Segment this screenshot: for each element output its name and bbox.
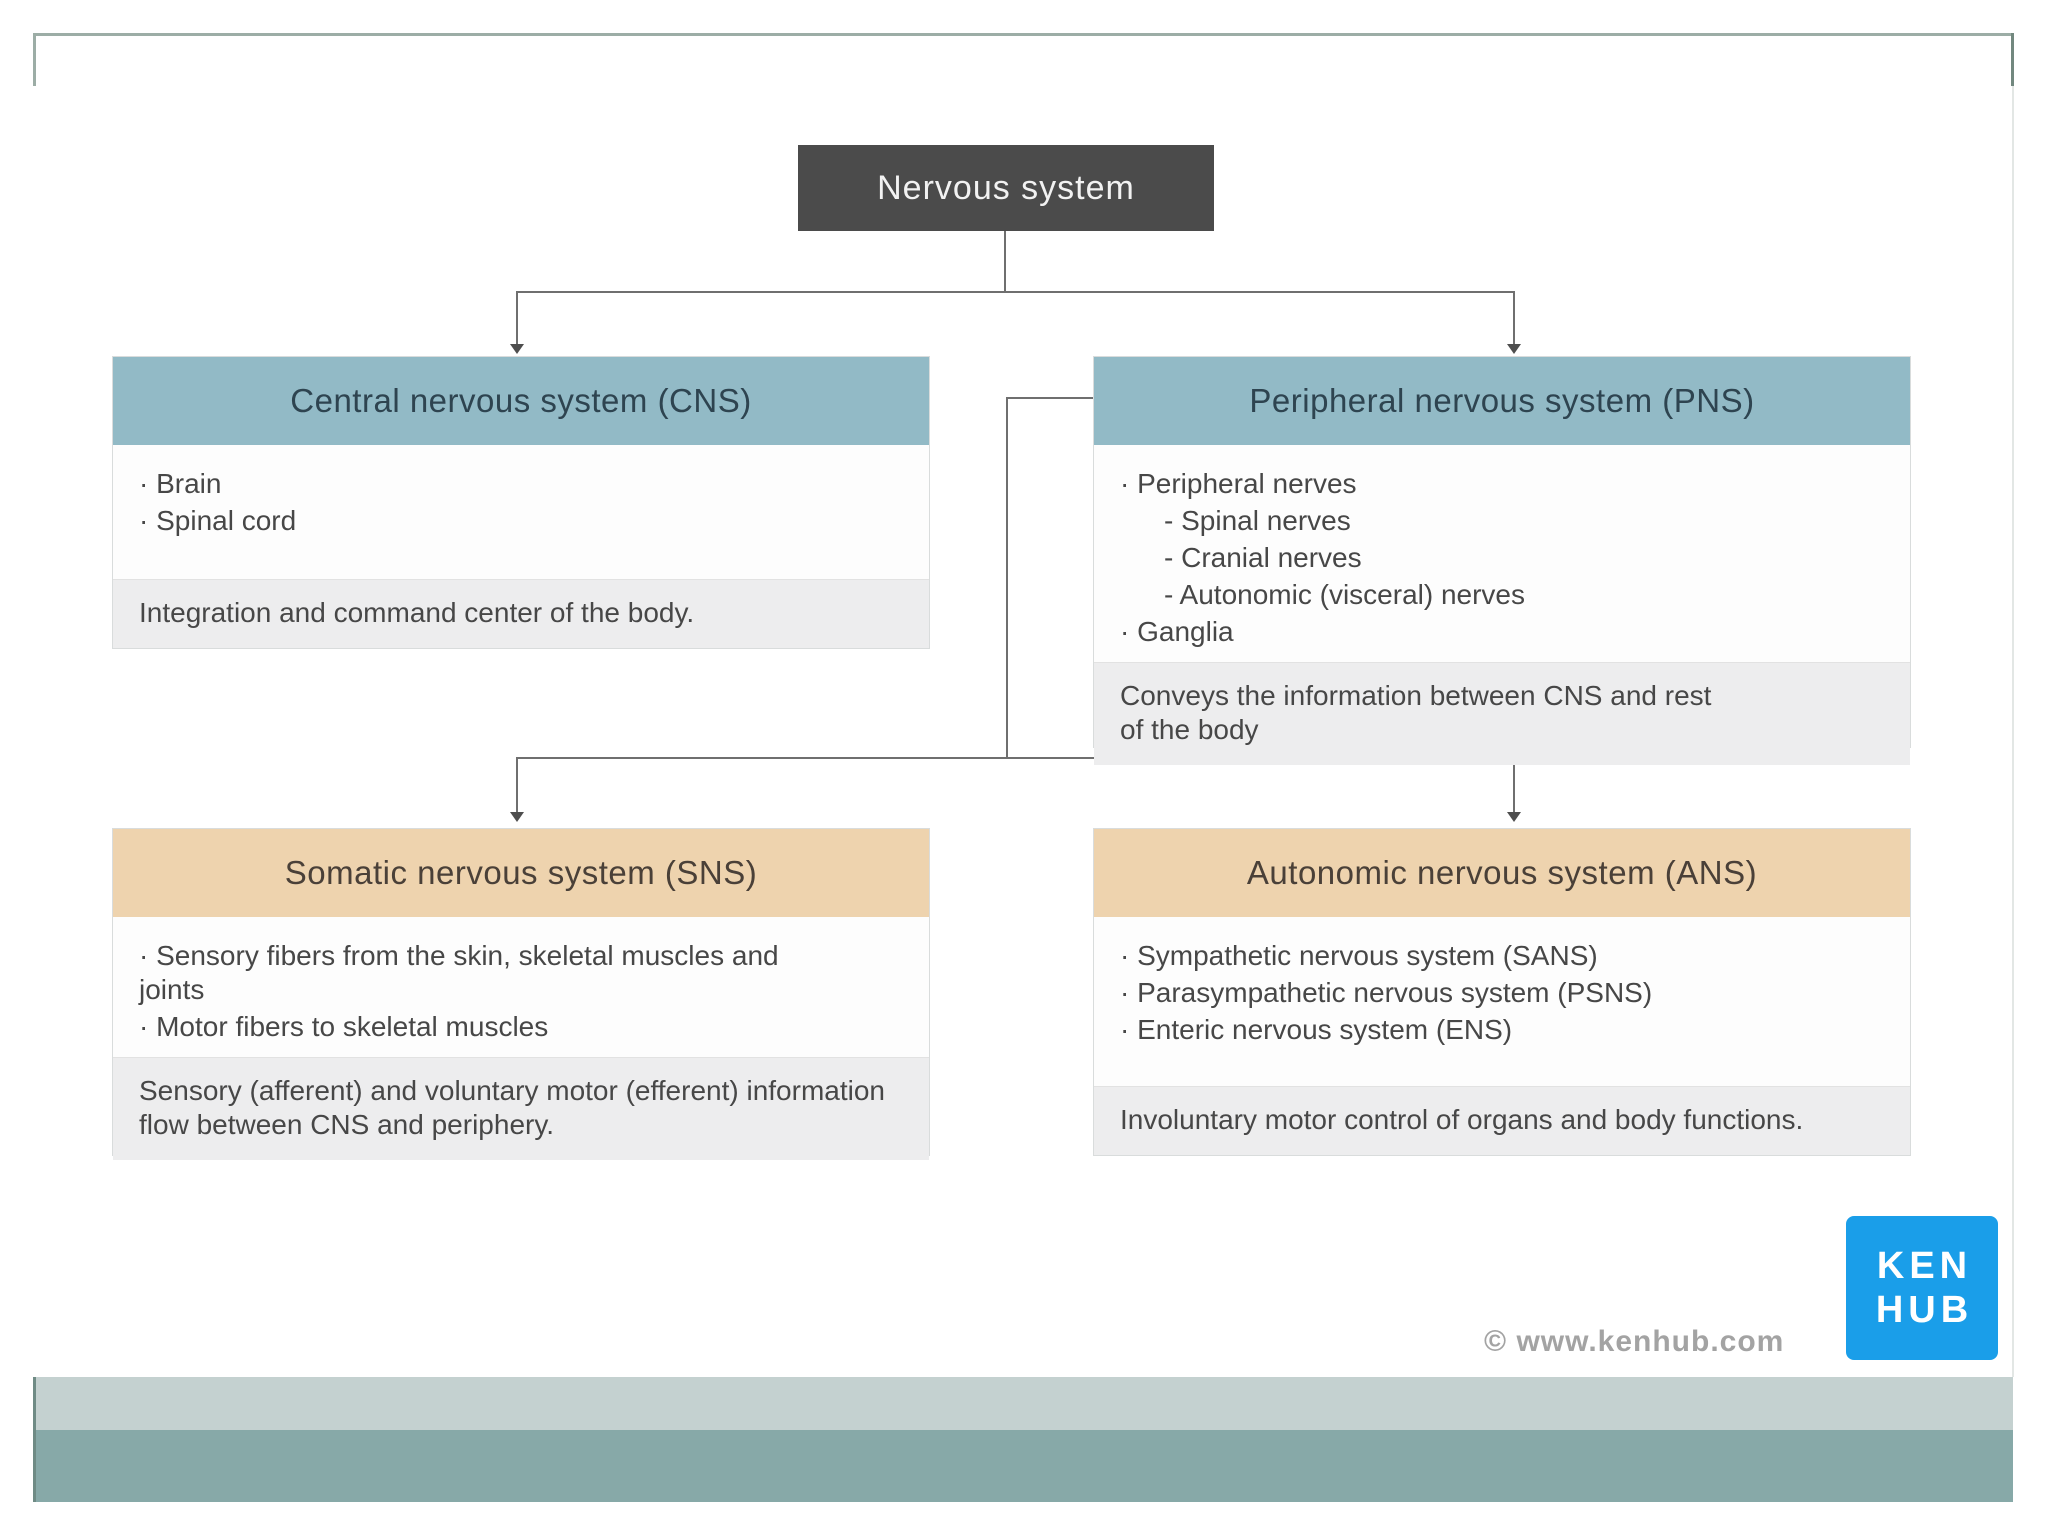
arrowhead-cns [510,344,524,354]
connector-tier2-drop-right [1513,757,1515,814]
cns-note: Integration and command center of the bo… [113,579,929,648]
list-item: · Parasympathetic nervous system (PSNS) [1120,977,1653,1008]
sns-item-list: · Sensory fibers from the skin, skeletal… [113,917,929,1057]
ans-note: Involuntary motor control of organs and … [1094,1086,1910,1155]
connector-tier2-vertical [1006,397,1008,759]
logo-text-ken: KEN [1876,1245,1973,1287]
sns-title: Somatic nervous system (SNS) [113,829,929,917]
cns-title: Central nervous system (CNS) [113,357,929,445]
connector-tier1-horizontal [516,291,1515,293]
frame-border-right-stub [2011,33,2014,86]
pns-note: Conveys the information between CNS and … [1094,662,1910,765]
ans-box: Autonomic nervous system (ANS) · Sympath… [1093,828,1911,1156]
note-text: Involuntary motor control of organs and … [1120,1104,1804,1135]
list-item: · Sympathetic nervous system (SANS) [1120,940,1598,971]
arrowhead-sns [510,812,524,822]
bottom-bar-dark [33,1430,2013,1502]
connector-pns-branch-horizontal [1007,397,1093,399]
connector-tier1-drop-right [1513,291,1515,346]
note-text: Sensory (afferent) and voluntary motor (… [139,1075,885,1140]
pns-title: Peripheral nervous system (PNS) [1094,357,1910,445]
connector-tier1-drop-left [516,291,518,346]
arrowhead-pns [1507,344,1521,354]
list-subitem: - Cranial nerves [1164,542,1362,573]
list-item: · Brain [139,468,222,499]
pns-item-list: · Peripheral nerves - Spinal nerves - Cr… [1094,445,1910,662]
note-text: Conveys the information between CNS and … [1120,680,1712,745]
arrowhead-ans [1507,812,1521,822]
note-text: Integration and command center of the bo… [139,597,695,628]
bottom-bar-light [33,1377,2013,1430]
list-item: · Motor fibers to skeletal muscles [139,1011,549,1042]
logo-text-hub: HUB [1875,1289,1974,1331]
cns-item-list: · Brain · Spinal cord [113,445,929,579]
pns-box: Peripheral nervous system (PNS) · Periph… [1093,356,1911,765]
connector-root-vertical [1004,231,1006,292]
sns-box: Somatic nervous system (SNS) · Sensory f… [112,828,930,1160]
root-node-nervous-system: Nervous system [798,145,1214,231]
ans-title: Autonomic nervous system (ANS) [1094,829,1910,917]
list-item: · Spinal cord [139,505,297,536]
frame-border-right-line [2012,86,2014,1377]
list-item: · Sensory fibers from the skin, skeletal… [139,940,779,1005]
connector-tier2-horizontal [516,757,1515,759]
kenhub-logo: KEN HUB [1846,1216,1998,1360]
frame-border-top [33,33,2014,36]
list-item: · Enteric nervous system (ENS) [1120,1014,1513,1045]
connector-tier2-drop-left [516,757,518,814]
list-item: · Ganglia [1120,616,1234,647]
sns-note: Sensory (afferent) and voluntary motor (… [113,1057,929,1160]
cns-box: Central nervous system (CNS) · Brain · S… [112,356,930,649]
frame-border-left-stub [33,33,36,86]
root-node-label: Nervous system [877,168,1135,207]
bottom-bar-left-edge [33,1377,36,1502]
copyright-text: © www.kenhub.com [1484,1325,1785,1358]
list-item: · Peripheral nerves [1120,468,1357,499]
list-subitem: - Spinal nerves [1164,505,1351,536]
ans-item-list: · Sympathetic nervous system (SANS) · Pa… [1094,917,1910,1086]
list-subitem: - Autonomic (visceral) nerves [1164,579,1526,610]
